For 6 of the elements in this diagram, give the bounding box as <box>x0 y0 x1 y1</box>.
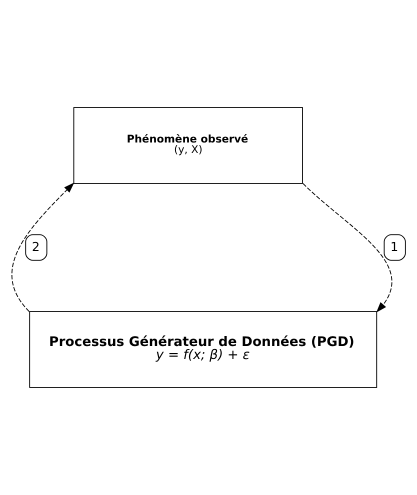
arrow <box>12 182 74 312</box>
node-box: Processus Générateur de Données (PGD) y = f(x; β) + ε <box>29 311 378 388</box>
edge-label: 2 <box>32 240 40 254</box>
arrow <box>302 183 392 313</box>
node-box: Phénomène observé (y, X) <box>73 107 303 184</box>
edge-label: 1 <box>390 240 398 254</box>
